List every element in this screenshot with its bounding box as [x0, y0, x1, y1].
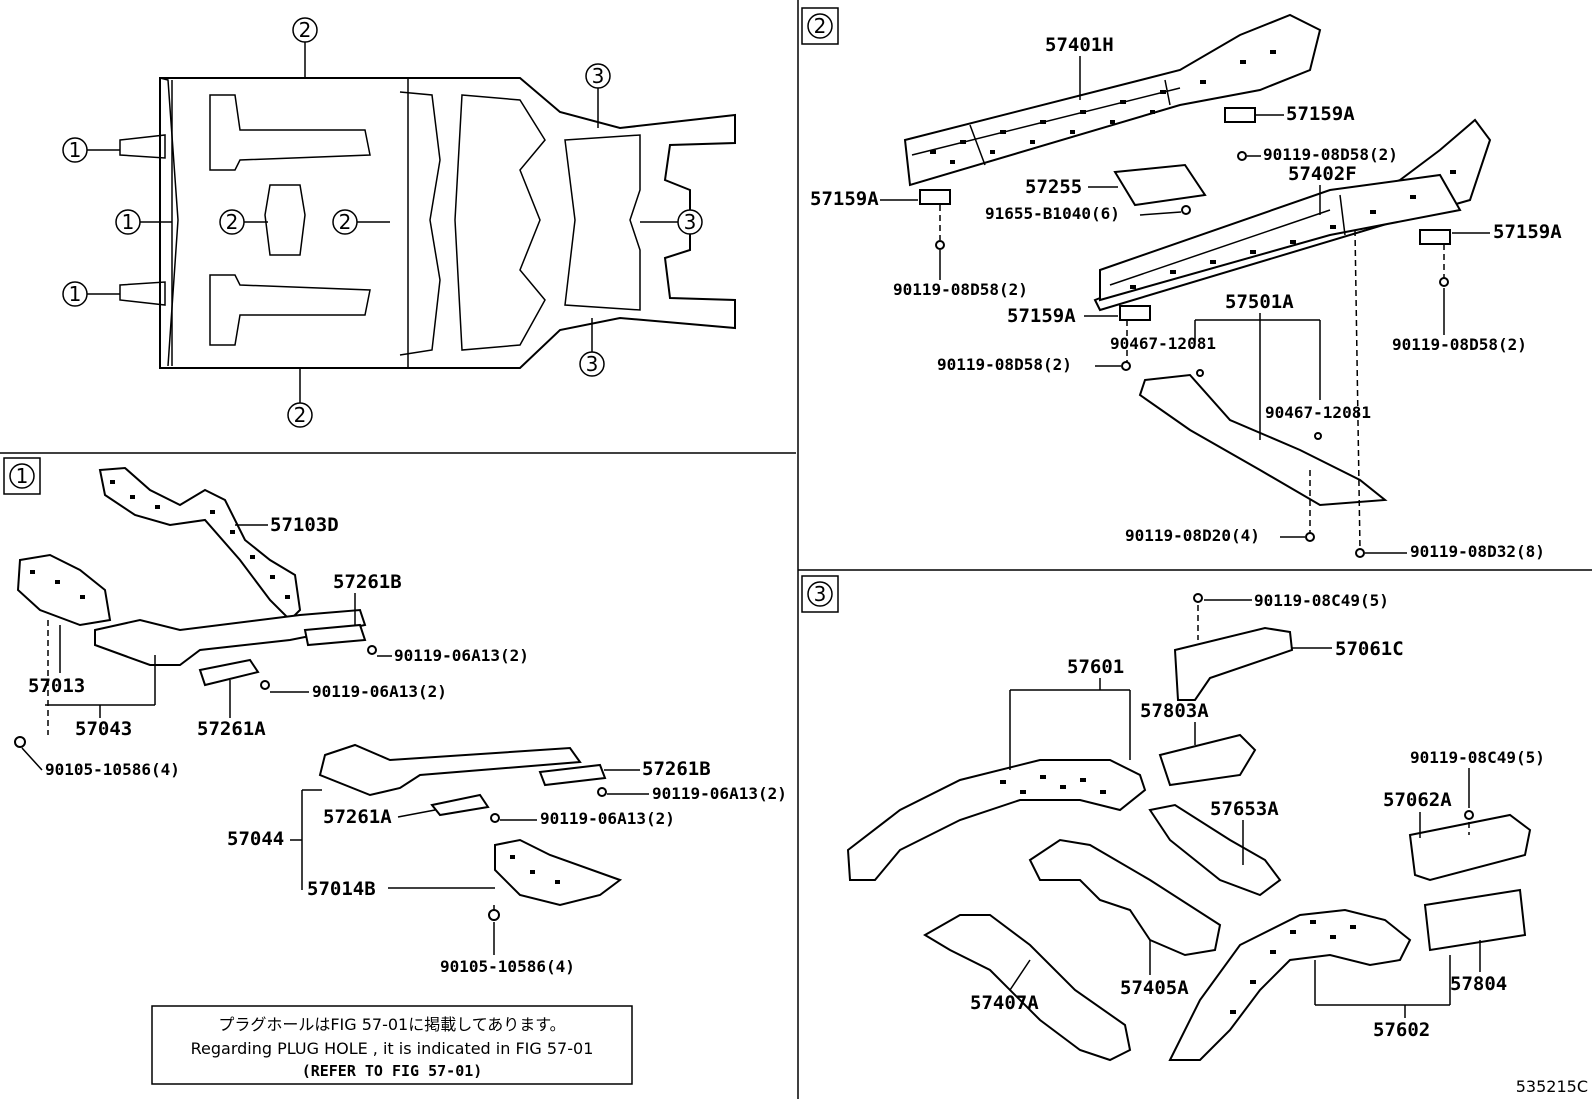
label-57401H: 57401H	[1045, 34, 1114, 56]
label-57405A: 57405A	[1120, 977, 1189, 999]
label-57803A: 57803A	[1140, 700, 1209, 722]
svg-text:3: 3	[592, 64, 605, 88]
label-57653A: 57653A	[1210, 798, 1279, 820]
section-marker-2: 2	[801, 7, 839, 45]
svg-text:2: 2	[814, 14, 827, 38]
overview-callouts: 2 3 1 1 2 2 3 1 3 2	[62, 17, 703, 428]
section-1-texture	[30, 480, 560, 884]
section-2-labels: 57401H 57159A 90119-08D58(2) 57255 57402…	[810, 34, 1562, 561]
label-57261A-top: 57261A	[197, 718, 266, 740]
label-57043: 57043	[75, 718, 132, 740]
label-90119-08D20: 90119-08D20(4)	[1125, 526, 1260, 545]
label-57804: 57804	[1450, 973, 1507, 995]
label-57407A: 57407A	[970, 992, 1039, 1014]
label-57014B: 57014B	[307, 878, 376, 900]
svg-text:2: 2	[294, 403, 307, 427]
label-57159A-left: 57159A	[810, 188, 879, 210]
svg-text:2: 2	[226, 210, 239, 234]
section-1-parts	[14, 466, 623, 921]
section-3-parts	[846, 593, 1532, 1062]
label-57402F: 57402F	[1288, 163, 1357, 185]
label-90119-06A13-b: 90119-06A13(2)	[312, 682, 447, 701]
label-57159A-mid: 57159A	[1007, 305, 1076, 327]
svg-text:2: 2	[299, 18, 312, 42]
callout-3-bottom: 3	[579, 318, 605, 377]
callout-2-bottom: 2	[287, 368, 313, 428]
label-57261B-top: 57261B	[333, 571, 402, 593]
label-57013: 57013	[28, 675, 85, 697]
svg-text:3: 3	[586, 352, 599, 376]
figure-id: 535215C	[1516, 1077, 1588, 1096]
callout-3-right: 3	[640, 209, 703, 235]
floor-overview	[119, 77, 736, 369]
plug-hole-note: プラグホールはFIG 57-01に掲載してあります。 Regarding PLU…	[151, 1005, 633, 1085]
label-90119-08D58-top: 90119-08D58(2)	[1263, 145, 1398, 164]
label-90119-08C49-right: 90119-08C49(5)	[1410, 748, 1545, 767]
label-57103D: 57103D	[270, 514, 339, 536]
label-57062A: 57062A	[1383, 789, 1452, 811]
label-57159A-right: 57159A	[1493, 221, 1562, 243]
section-1-labels: 57103D 57261B 90119-06A13(2) 57013 90119…	[21, 514, 787, 976]
label-57159A-top: 57159A	[1286, 103, 1355, 125]
label-57601: 57601	[1067, 656, 1124, 678]
callout-2-center: 2	[219, 209, 268, 235]
label-90119-06A13-a: 90119-06A13(2)	[394, 646, 529, 665]
note-japanese: プラグホールはFIG 57-01に掲載してあります。	[218, 1015, 565, 1034]
section-marker-1: 1	[3, 457, 41, 495]
callout-1-a: 1	[62, 137, 120, 163]
label-57061C: 57061C	[1335, 638, 1404, 660]
label-90119-08D58-mid: 90119-08D58(2)	[937, 355, 1072, 374]
callout-2-top: 2	[292, 17, 318, 78]
note-reference: (REFER TO FIG 57-01)	[302, 1062, 483, 1080]
label-91655-B1040: 91655-B1040(6)	[985, 204, 1120, 223]
label-90119-08D32: 90119-08D32(8)	[1410, 542, 1545, 561]
label-90119-08D58-right: 90119-08D58(2)	[1392, 335, 1527, 354]
label-57602: 57602	[1373, 1019, 1430, 1041]
svg-text:1: 1	[69, 282, 82, 306]
svg-text:1: 1	[69, 138, 82, 162]
callout-1-c: 1	[62, 281, 120, 307]
label-90467-12081-left: 90467-12081	[1110, 334, 1216, 353]
section-2-parts	[903, 13, 1492, 558]
label-57261A-bottom: 57261A	[323, 806, 392, 828]
section-marker-3: 3	[801, 575, 839, 613]
svg-text:2: 2	[339, 210, 352, 234]
callout-3-top: 3	[585, 63, 611, 128]
svg-text:1: 1	[16, 464, 29, 488]
label-90119-06A13-d: 90119-06A13(2)	[540, 809, 675, 828]
svg-text:3: 3	[814, 582, 827, 606]
label-90119-08D58-left: 90119-08D58(2)	[893, 280, 1028, 299]
label-57501A: 57501A	[1225, 291, 1294, 313]
label-57044: 57044	[227, 828, 284, 850]
label-57261B-bottom: 57261B	[642, 758, 711, 780]
label-90105-10586-left: 90105-10586(4)	[45, 760, 180, 779]
callout-2-mid: 2	[332, 209, 390, 235]
note-english: Regarding PLUG HOLE , it is indicated in…	[191, 1039, 594, 1058]
label-90119-06A13-c: 90119-06A13(2)	[652, 784, 787, 803]
label-90119-08C49-top: 90119-08C49(5)	[1254, 591, 1389, 610]
svg-text:1: 1	[122, 210, 135, 234]
svg-text:3: 3	[684, 210, 697, 234]
section-3-labels: 90119-08C49(5) 57061C 57601 57803A 90119…	[970, 591, 1545, 1041]
label-90467-12081-right: 90467-12081	[1265, 403, 1371, 422]
label-57255: 57255	[1025, 176, 1082, 198]
label-90105-10586-bottom: 90105-10586(4)	[440, 957, 575, 976]
callout-1-b: 1	[115, 209, 172, 235]
